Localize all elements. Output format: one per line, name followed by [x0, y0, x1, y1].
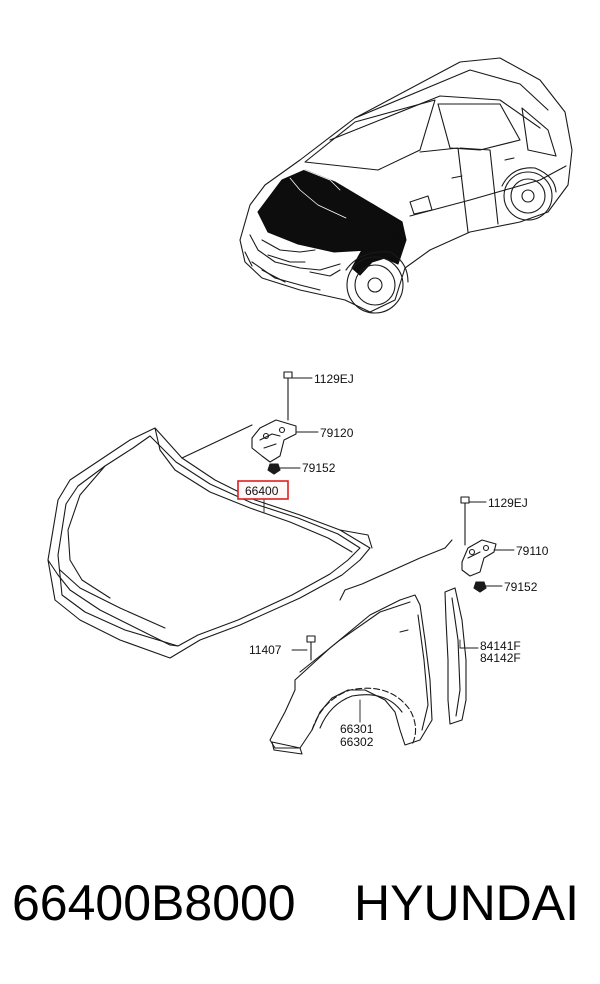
part-number-caption: 66400B8000: [12, 875, 296, 931]
highlight-box: [237, 480, 289, 500]
vehicle-illustration: [239, 57, 573, 314]
callout-hood-panel[interactable]: 66400: [245, 484, 279, 498]
callout-fender-b: 66302: [340, 735, 374, 749]
hood-panel-drawing: [47, 424, 373, 659]
callout-bolt-hinge-rh: 1129EJ: [488, 496, 528, 510]
callout-bolt-fender: 11407: [249, 643, 282, 657]
hood-hinge-lh-drawing: [251, 371, 297, 475]
callout-hood-hinge-rh: 79110: [516, 544, 549, 558]
callout-nut-hood-hinge-rh: 79152: [504, 580, 538, 594]
fender-drawing: [269, 539, 453, 755]
callout-fender-a: 66301: [340, 722, 374, 736]
callout-fender-bracket-b: 84142F: [480, 651, 521, 665]
hood-hinge-rh-drawing: [460, 496, 497, 593]
leader-lines: [263, 377, 515, 723]
callout-fender-bracket-a: 84141F: [480, 639, 521, 653]
callout-nut-hood-hinge-lh: 79152: [302, 461, 336, 475]
brand-caption: HYUNDAI: [354, 875, 580, 931]
fender-bracket-drawing: [444, 587, 467, 725]
callout-hood-hinge-lh: 79120: [320, 426, 354, 440]
callout-bolt-hood-hinge: 1129EJ: [314, 372, 354, 386]
